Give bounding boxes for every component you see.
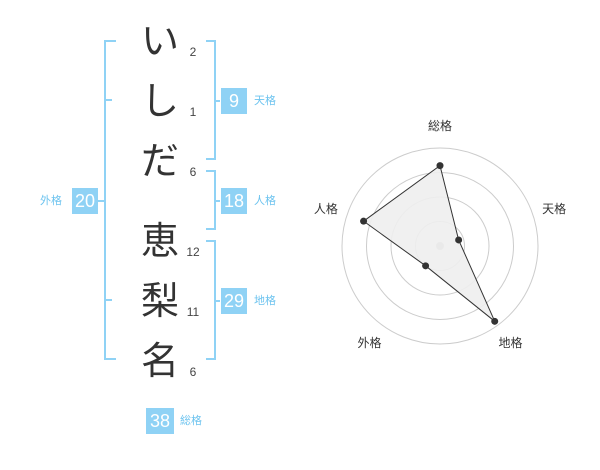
radar-grid-ring [341,147,539,345]
radar-axis-label: 天格 [542,201,566,216]
radar-axis-label: 総格 [428,118,452,133]
tenkaku-label: 天格 [254,94,276,107]
gaikaku-bracket-tick [104,99,112,101]
gaikaku-connector [98,200,104,202]
name-char-5: 梨 [140,279,179,323]
radar-point [436,162,444,170]
chikaku-badge: 29 [221,288,247,314]
jinkaku-label: 人格 [254,194,276,207]
stroke-count-3: 6 [189,165,197,179]
soukaku-label: 総格 [180,414,202,427]
stroke-count-6: 6 [189,365,197,379]
gaikaku-bracket [104,40,116,360]
radar-point [455,236,463,244]
stroke-count-1: 2 [189,45,197,59]
stroke-count-5: 11 [186,305,200,319]
chikaku-label: 地格 [254,294,276,307]
stroke-count-2: 1 [189,105,197,119]
radar-point [360,217,368,225]
jinkaku-badge: 18 [221,188,247,214]
radar-axis-label: 地格 [499,335,523,350]
gaikaku-label: 外格 [40,194,62,207]
name-char-6: 名 [140,339,179,383]
gaikaku-bracket-tick [104,299,112,301]
stroke-count-4: 12 [186,245,200,259]
radar-point [422,262,430,270]
name-char-3: だ [140,139,179,183]
tenkaku-badge: 9 [221,88,247,114]
jinkaku-connector [214,200,220,202]
chikaku-connector [214,300,220,302]
tenkaku-connector [214,100,220,102]
name-char-2: し [140,79,179,123]
radar-axis-label: 外格 [357,335,381,350]
name-char-1: い [140,19,179,63]
radar-polygon [362,164,496,322]
radar-axis-label: 人格 [314,201,338,216]
gaikaku-badge: 20 [72,188,98,214]
name-char-4: 恵 [140,219,179,263]
radar-point [491,317,499,325]
soukaku-badge: 38 [146,408,174,434]
